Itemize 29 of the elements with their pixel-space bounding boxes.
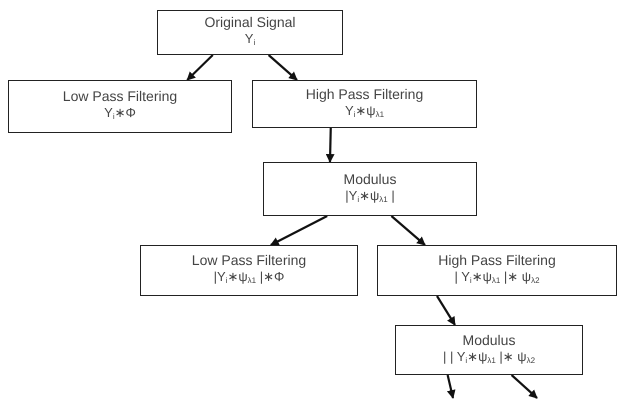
arrow bbox=[268, 54, 298, 81]
box-title: Original Signal bbox=[204, 14, 296, 31]
arrow bbox=[326, 128, 335, 163]
formula: Y$_{i}$∗Φ bbox=[104, 105, 136, 123]
arrow bbox=[446, 374, 456, 399]
arrow bbox=[436, 295, 456, 326]
formula: | Y$_{i}$∗ψ$_{λ1}$ |∗ ψ$_{λ2}$ bbox=[454, 269, 540, 287]
formula: |Y$_{i}$∗ψ$_{λ1}$ | bbox=[345, 188, 395, 206]
arrow bbox=[510, 374, 538, 399]
process-box bbox=[157, 10, 343, 55]
box-title: High Pass Filtering bbox=[438, 252, 556, 269]
formula: Y$_{i}$∗ψ$_{λ1}$ bbox=[344, 102, 384, 120]
box-title: Low Pass Filtering bbox=[62, 88, 178, 105]
process-box bbox=[8, 80, 232, 133]
box-title: Modulus bbox=[344, 170, 396, 188]
box-title: Low Pass Filtering bbox=[192, 252, 306, 269]
process-box bbox=[377, 245, 617, 296]
process-box bbox=[252, 80, 477, 128]
arrow bbox=[390, 215, 426, 246]
box-title: High Pass Filtering bbox=[306, 86, 424, 102]
formula: Y$_{i}$ bbox=[244, 31, 256, 49]
process-box bbox=[140, 245, 358, 296]
box-title: Modulus bbox=[462, 332, 516, 348]
process-box bbox=[263, 162, 477, 216]
formula: |Y$_{i}$∗ψ$_{λ1}$ |∗Φ bbox=[214, 269, 284, 287]
formula: | | Y$_{i}$∗ψ$_{λ1}$ |∗ ψ$_{λ2}$ bbox=[442, 348, 536, 366]
process-box bbox=[395, 325, 583, 375]
arrow bbox=[186, 54, 214, 81]
arrow bbox=[270, 215, 328, 246]
